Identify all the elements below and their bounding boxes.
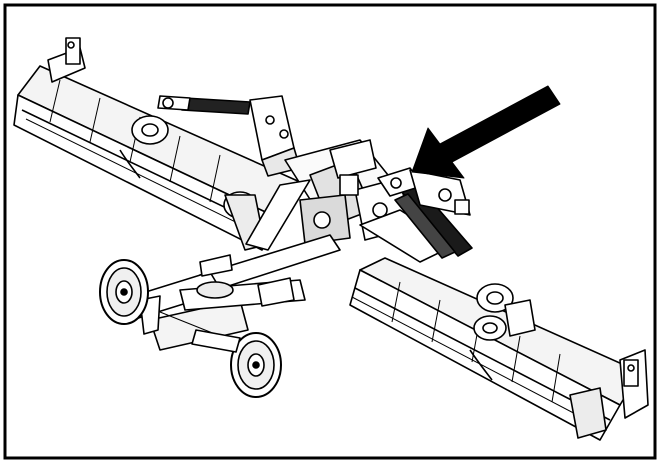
figure-border [3, 3, 657, 460]
left-hydraulic-cylinder [157, 95, 251, 115]
callout-arrow-icon [411, 85, 561, 179]
transport-frame [119, 234, 341, 351]
left-wing-deck [13, 37, 301, 251]
wheel-axle [191, 329, 241, 353]
transport-wheel-left [99, 259, 149, 325]
rotary-mower [13, 37, 649, 441]
right-rear-housing [409, 169, 471, 216]
center-frame [245, 139, 456, 263]
transport-wheel-right [230, 332, 282, 398]
right-wing-deck [349, 257, 649, 441]
